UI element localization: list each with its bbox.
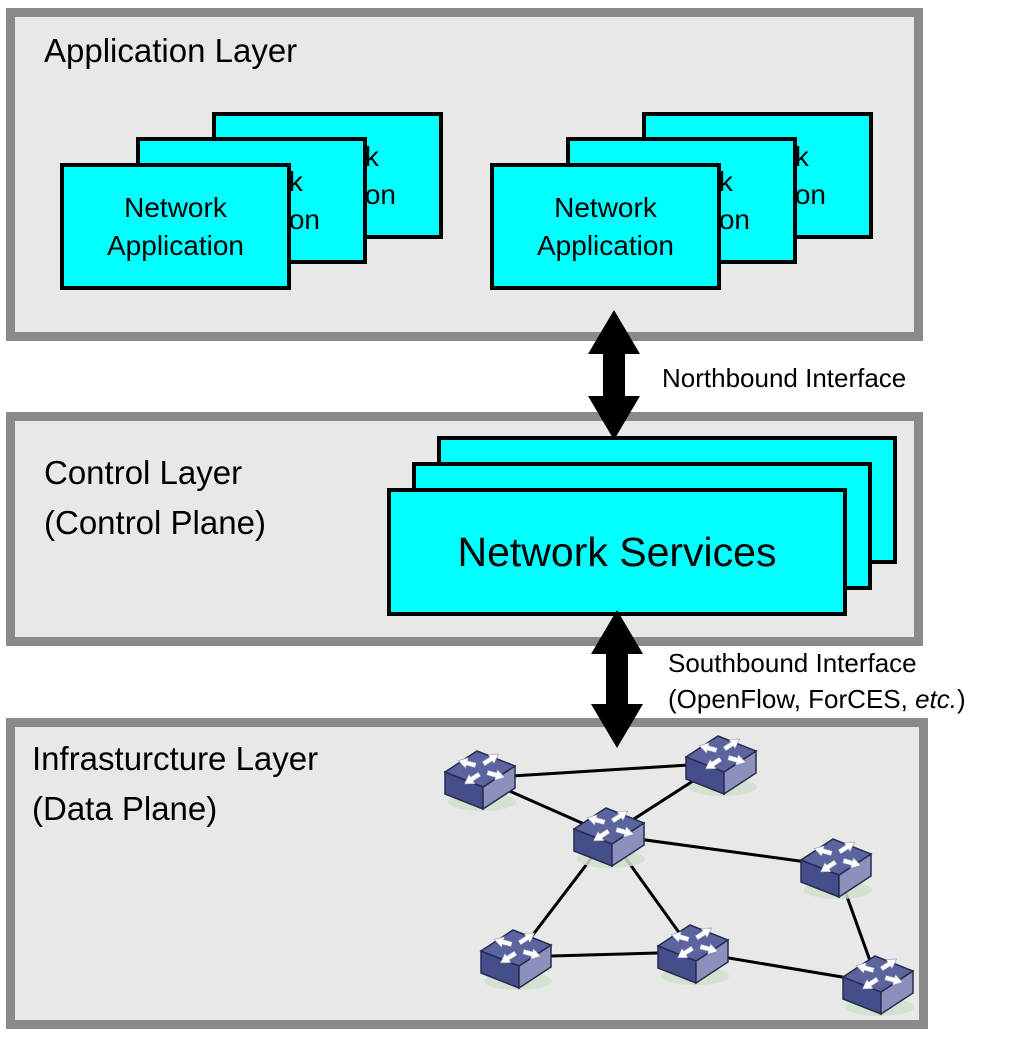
application-layer-title-text: Application Layer	[44, 32, 298, 69]
network-services-label: Network Services	[457, 528, 777, 575]
southbound-interface-line2-suffix: )	[957, 684, 966, 714]
southbound-interface-line1: Southbound Interface	[668, 648, 917, 678]
southbound-interface-label: Southbound Interface (OpenFlow, ForCES, …	[668, 645, 966, 717]
infrastructure-layer-title-line1: Infrasturcture Layer	[32, 740, 319, 777]
network-application-box: Network Application	[490, 163, 721, 290]
northbound-interface-label: Northbound Interface	[662, 360, 906, 396]
northbound-interface-text: Northbound Interface	[662, 363, 907, 393]
southbound-interface-line2-etc: etc.	[915, 684, 957, 714]
control-layer-title-line2: (Control Plane)	[44, 504, 266, 541]
network-application-label: Network Application	[537, 191, 674, 261]
infrastructure-layer-title-line2: (Data Plane)	[32, 790, 218, 827]
infrastructure-layer-title: Infrasturcture Layer (Data Plane)	[32, 734, 318, 834]
southbound-interface-line2-prefix: (OpenFlow, ForCES,	[668, 684, 916, 714]
control-layer-title: Control Layer (Control Plane)	[44, 448, 266, 548]
network-application-box: Network Application	[60, 163, 291, 290]
network-services-box: Network Services	[387, 488, 847, 616]
network-application-label: Network Application	[107, 191, 244, 261]
application-layer-title: Application Layer	[44, 26, 297, 76]
control-layer-title-line1: Control Layer	[44, 454, 243, 491]
